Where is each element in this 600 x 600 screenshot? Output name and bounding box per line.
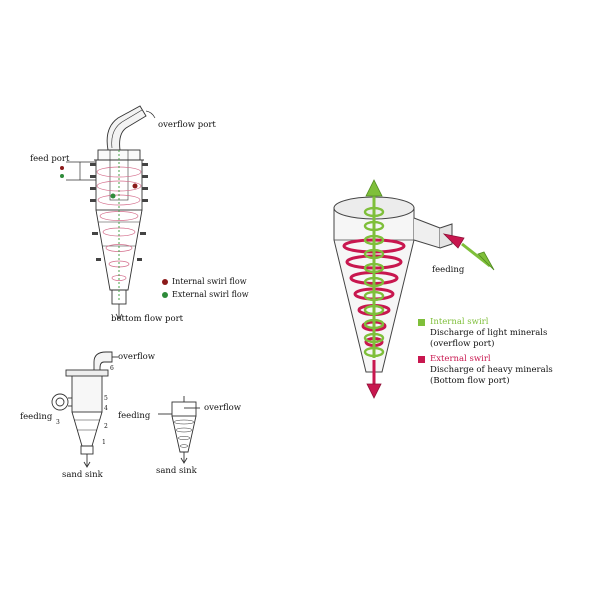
part-number-6: 6 bbox=[110, 366, 114, 372]
feeding-label-right: feeding bbox=[432, 266, 464, 275]
external-swirl-legend-label: External swirl flow bbox=[172, 291, 249, 299]
overflow-port-label: overflow port bbox=[158, 121, 216, 130]
feeding-label-b: feeding bbox=[118, 412, 150, 421]
part-number-2: 2 bbox=[104, 424, 108, 430]
internal-swirl-legend-dot bbox=[162, 279, 168, 285]
external-swirl-title: External swirl bbox=[430, 355, 491, 364]
hydrocyclone-cross-section bbox=[66, 106, 155, 319]
swirl-dot-green bbox=[111, 194, 116, 199]
overflow-label-b: overflow bbox=[204, 404, 241, 413]
feed-port-label: feed port bbox=[30, 155, 69, 164]
internal-swirl-legend-label: Internal swirl flow bbox=[172, 278, 247, 286]
part-number-5: 5 bbox=[104, 396, 108, 402]
feed-dot-green bbox=[60, 174, 64, 178]
cyclone-assembly-a bbox=[52, 352, 118, 467]
internal-swirl-line1: Discharge of light minerals bbox=[430, 329, 547, 338]
sand-sink-label-b: sand sink bbox=[156, 467, 197, 476]
feeding-label-a: feeding bbox=[20, 413, 52, 422]
part-number-1: 1 bbox=[102, 440, 106, 446]
internal-swirl-swatch bbox=[418, 319, 425, 326]
internal-swirl-line2: (overflow port) bbox=[430, 340, 494, 349]
cyclone-small-b bbox=[158, 396, 200, 463]
external-swirl-legend-dot bbox=[162, 292, 168, 298]
internal-swirl-title: Internal swirl bbox=[430, 318, 488, 327]
external-swirl-swatch bbox=[418, 356, 425, 363]
swirl-dot-red bbox=[133, 184, 138, 189]
sand-sink-label-a: sand sink bbox=[62, 471, 103, 480]
feed-dot-red bbox=[60, 166, 64, 170]
overflow-label-a: overflow bbox=[118, 353, 155, 362]
external-swirl-line2: (Bottom flow port) bbox=[430, 377, 510, 386]
part-number-3: 3 bbox=[56, 420, 60, 426]
bottom-flow-port-label: bottom flow port bbox=[111, 315, 183, 324]
external-swirl-line1: Discharge of heavy minerals bbox=[430, 366, 553, 375]
part-number-4: 4 bbox=[104, 406, 108, 412]
